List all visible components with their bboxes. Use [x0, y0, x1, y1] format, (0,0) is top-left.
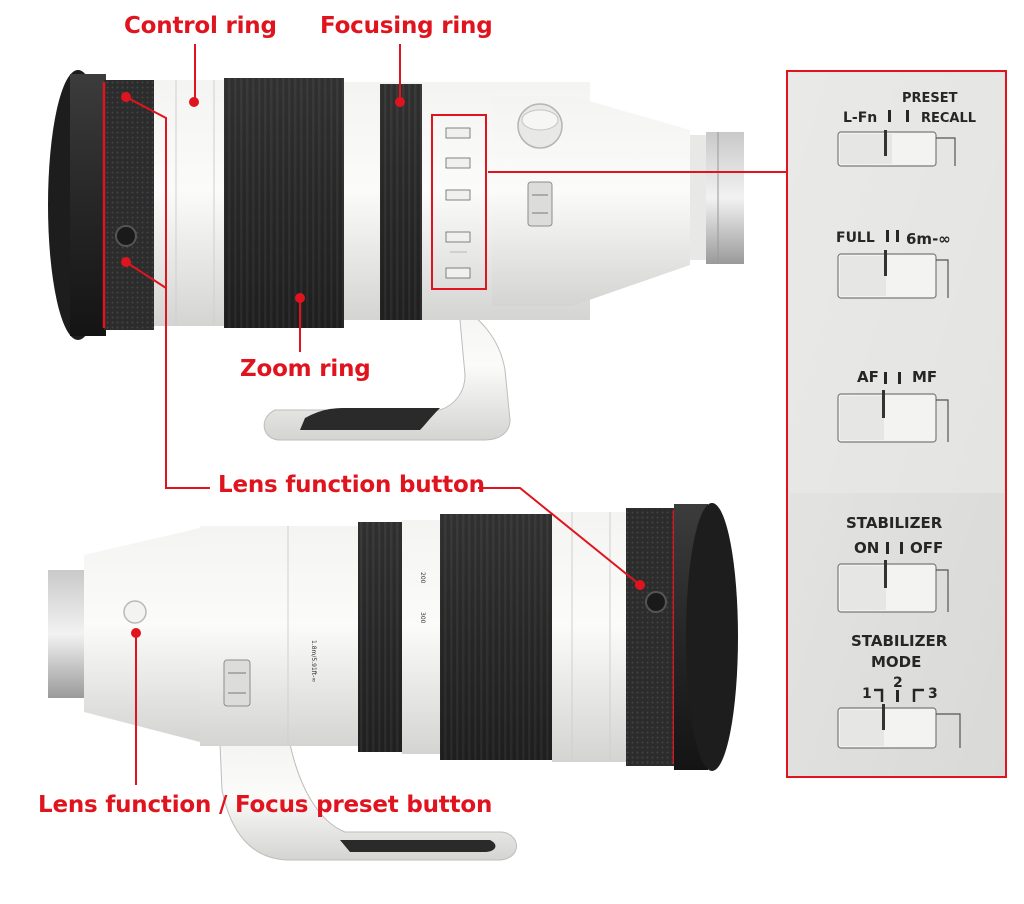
switch-focus-range: FULL 6m-∞ [836, 230, 951, 299]
tripod-foot-top [263, 304, 511, 441]
label-af: AF [857, 368, 879, 386]
switch-detail-panel: L-Fn PRESET RECALL FULL 6m-∞ AF MF [786, 70, 1007, 778]
label-stabilizer: STABILIZER [846, 514, 943, 532]
lens-mount-bottom [48, 570, 84, 698]
rear-body-top [572, 96, 690, 306]
label-off: OFF [910, 539, 943, 557]
label-mode-3: 3 [928, 686, 938, 702]
switch-stabilizer-mode: STABILIZER MODE 2 1 3 [837, 632, 961, 749]
front-grip-bottom [626, 508, 674, 766]
focusing-ring-dot [395, 97, 405, 107]
tripod-foot-bottom [219, 743, 517, 861]
label-lens-function-button: Lens function button [218, 472, 485, 498]
lens-bottom-view [48, 503, 738, 861]
distance-scale: 1.8m/5.91ft-∞ [310, 640, 317, 682]
label-mf: MF [912, 368, 937, 386]
switch-stabilizer: STABILIZER ON OFF [837, 514, 949, 613]
label-zoom-ring: Zoom ring [240, 356, 371, 382]
control-ring-dot-2 [189, 97, 199, 107]
label-mode-2: 2 [893, 675, 903, 691]
switch-lfn-preset: L-Fn PRESET RECALL [837, 91, 976, 167]
lens-top-view [48, 70, 744, 441]
mini-switches [445, 127, 471, 279]
label-lfn: L-Fn [843, 110, 877, 126]
label-preset: PRESET [902, 91, 958, 106]
barrel-bottom [200, 526, 360, 746]
zoom-mark-300: 300 [419, 612, 426, 624]
strap-lug-bottom [223, 659, 251, 707]
label-mode-1: 1 [862, 686, 872, 702]
label-full: FULL [836, 230, 875, 246]
lens-mount-top [706, 132, 744, 264]
control-ring-grip [104, 80, 154, 330]
label-recall: RECALL [921, 111, 976, 126]
lens-function-button-top [115, 225, 137, 247]
lens-function-button-bottom [645, 591, 667, 613]
zoom-mark-200: 200 [419, 572, 426, 584]
leader-lines [125, 44, 787, 785]
label-stabilizer-mode-2: MODE [871, 653, 921, 671]
rear-body-bottom [84, 528, 200, 742]
label-range: 6m-∞ [906, 230, 951, 248]
switch-panel-highlight [431, 114, 487, 290]
label-on: ON [854, 539, 879, 557]
switch-af-mf: AF MF [837, 368, 949, 443]
label-stabilizer-mode-1: STABILIZER [851, 632, 948, 650]
label-focusing-ring: Focusing ring [320, 13, 493, 39]
strap-lug-top [527, 181, 553, 227]
label-control-ring: Control ring [124, 13, 277, 39]
lens-function-focus-preset-button [123, 600, 147, 624]
label-lens-function-focus-preset: Lens function / Focus preset button [38, 792, 493, 818]
